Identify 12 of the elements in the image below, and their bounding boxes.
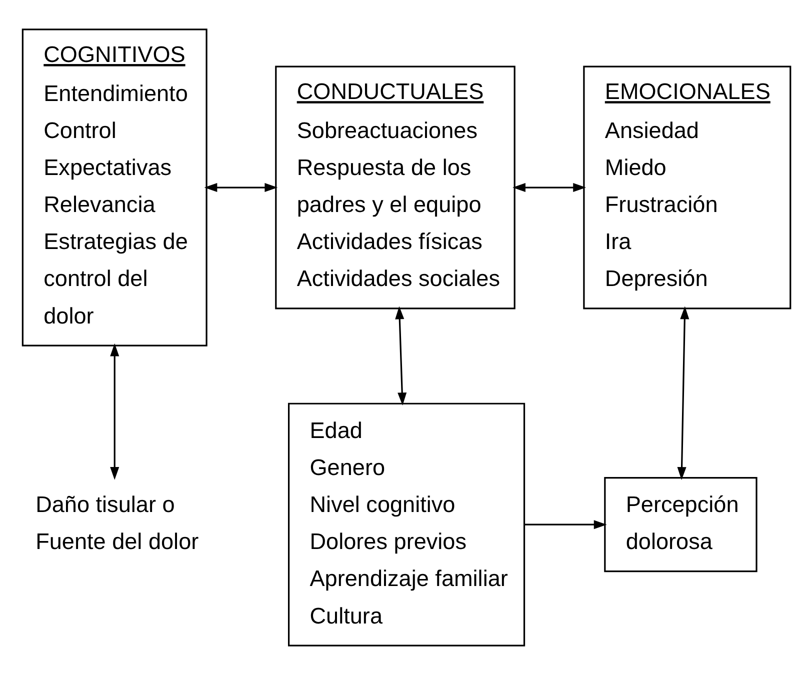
node-box: Edad Genero Nivel cognitivo Dolores previos Aprendizaje familiar Cultura xyxy=(288,402,526,646)
arrow xyxy=(677,306,690,480)
node-box: COGNITIVOS Entendimiento Control Expectativas Relevancia Estrategias de control del dolor xyxy=(22,28,208,346)
node-box: CONDUCTUALES Sobreactuaciones Respuesta de los padres y el equipo Actividades físicas Actividades sociales xyxy=(275,65,516,309)
node-text: Daño tisular o Fuente del dolor xyxy=(36,492,199,554)
arrow xyxy=(512,182,586,192)
arrow xyxy=(524,520,607,529)
arrow xyxy=(110,342,120,480)
arrow xyxy=(395,306,407,406)
arrow xyxy=(204,182,278,192)
node-box: EMOCIONALES Ansiedad Miedo Frustración Ira Depresión xyxy=(583,65,792,309)
node-box: Percepción dolorosa xyxy=(604,476,758,572)
